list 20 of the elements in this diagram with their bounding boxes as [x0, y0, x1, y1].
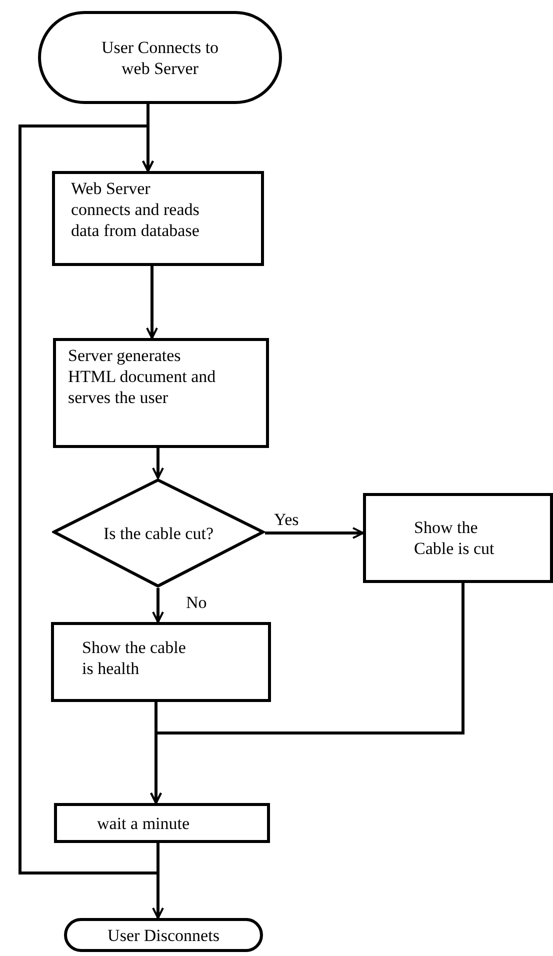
node-text: Web Server connects and reads data from database: [71, 178, 200, 241]
node-text: User Connects to web Server: [100, 36, 220, 78]
process-box: [363, 493, 553, 583]
node-text: Show the Cable is cut: [414, 517, 496, 559]
node-text: Is the cable cut?: [104, 522, 214, 544]
node-text: Show the cable is health: [82, 637, 187, 679]
arrow: [152, 448, 164, 479]
arrow: [152, 588, 164, 623]
arrow: [18, 124, 160, 874]
process-box: [52, 171, 264, 266]
process-box: [51, 622, 271, 702]
process-box: [53, 338, 269, 448]
process-box: [54, 803, 270, 843]
arrow: [265, 527, 364, 539]
arrow: [146, 266, 158, 339]
node-text: User Disconnets: [108, 924, 220, 946]
node-text: Server generates HTML document and serves the user: [68, 345, 217, 408]
decision-diamond: [52, 478, 265, 588]
node-text: wait a minute: [97, 812, 190, 834]
arrow: [150, 583, 464, 804]
